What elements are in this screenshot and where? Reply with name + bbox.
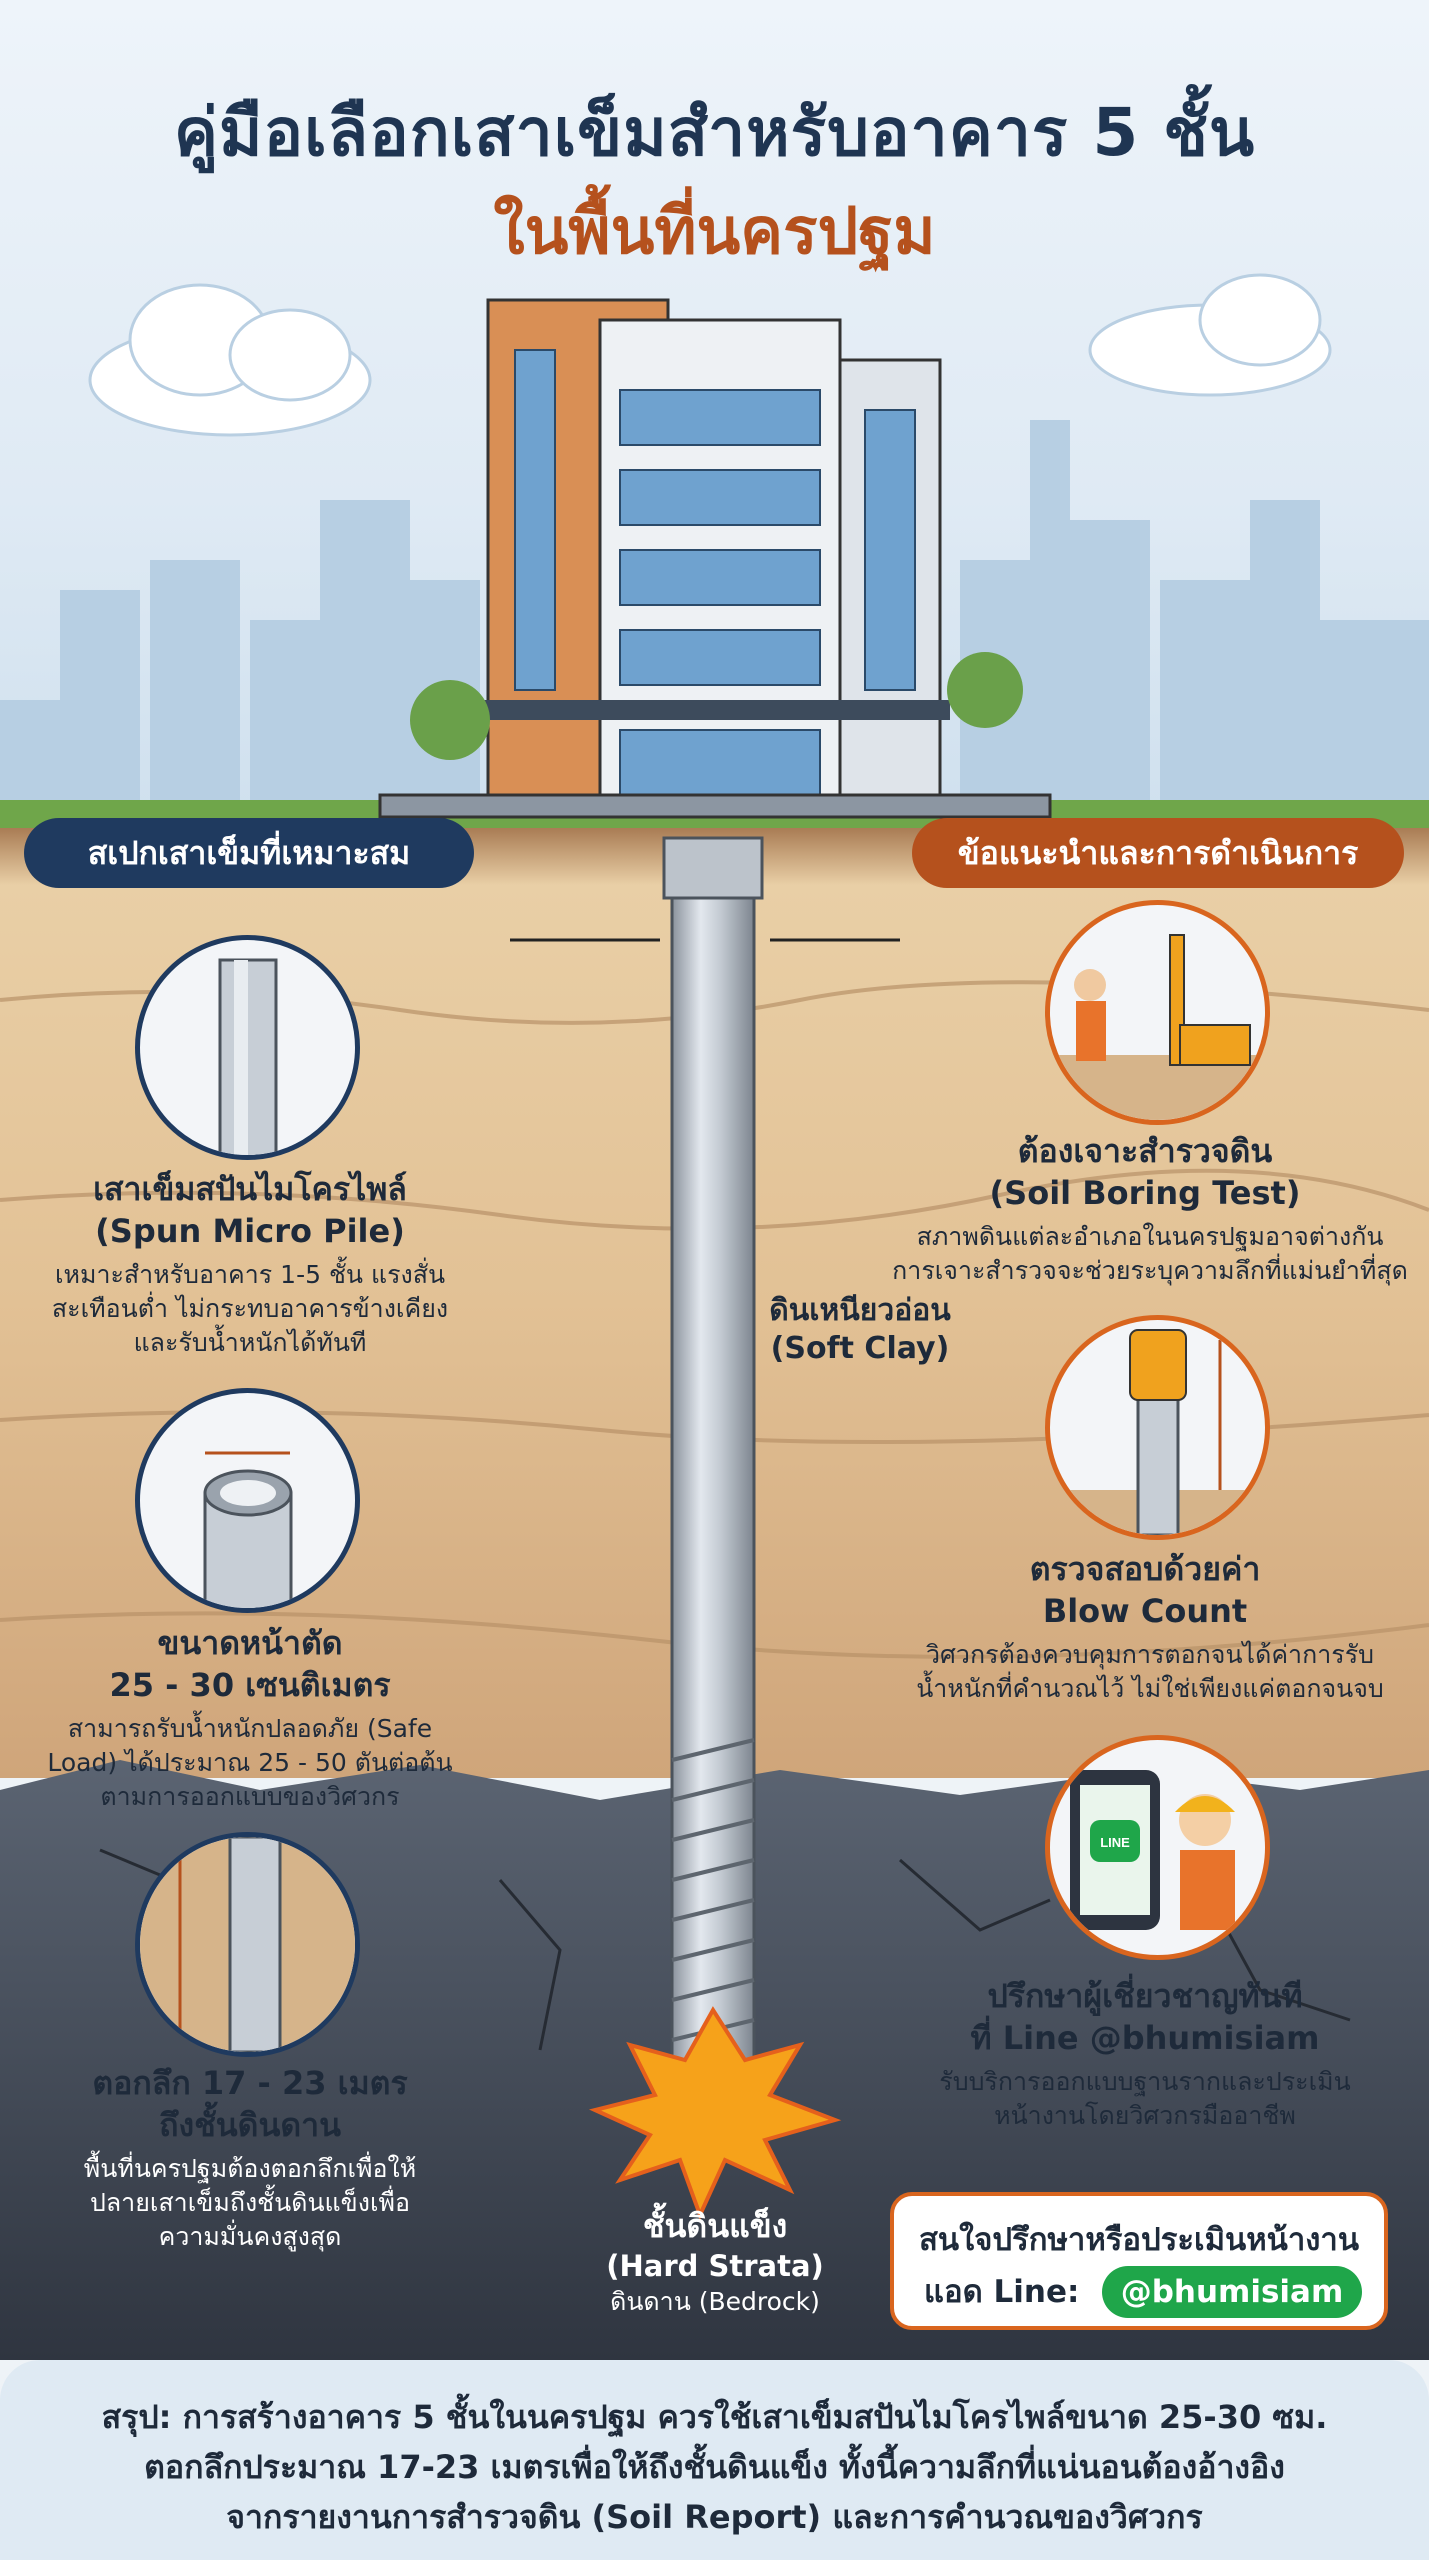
pile-cross-section-icon: [135, 1388, 360, 1613]
cta-heading: สนใจปรึกษาหรือประเมินหน้างาน: [918, 2222, 1360, 2258]
line-contact-card[interactable]: สนใจปรึกษาหรือประเมินหน้างาน แอด Line: @…: [890, 2192, 1388, 2330]
city-skyline: [0, 420, 1429, 820]
right-item-2-body: วิศวกรต้องควบคุมการตอกจนได้ค่าการรับ น้ำ…: [916, 1640, 1384, 1703]
summary-line-2: ตอกลึกประมาณ 17-23 เมตรเพื่อให้ถึงชั้นดิ…: [144, 2448, 1285, 2486]
blow-count-gauge-icon: [1045, 1315, 1270, 1540]
pile-cap: [662, 836, 764, 900]
right-item-1-body: สภาพดินแต่ละอำเภอในนครปฐมอาจต่างกัน การเ…: [892, 1222, 1408, 1285]
building-illustration: [378, 298, 1052, 819]
cloud-icon: [88, 273, 1332, 437]
pile-spiral: [671, 1738, 755, 2042]
left-section-heading: สเปกเสาเข็มที่เหมาะสม: [24, 818, 474, 888]
left-item-2-title: ขนาดหน้าตัด 25 - 30 เซนติเมตร: [109, 1624, 391, 1704]
summary-line-3: จากรายงานการสำรวจดิน (Soil Report) และกา…: [226, 2498, 1203, 2536]
line-consult-engineer-icon: LINE: [1045, 1735, 1270, 1960]
depth-ruler-icon: [135, 1832, 360, 2057]
line-badge: LINE: [1100, 1835, 1130, 1850]
right-item-3-body: รับบริการออกแบบฐานรากและประเมิน หน้างานโ…: [939, 2067, 1351, 2130]
right-item-2-title: ตรวจสอบด้วยค่า Blow Count: [1029, 1550, 1261, 1630]
soft-clay-label: ดินเหนียวอ่อน (Soft Clay): [769, 1293, 951, 1366]
left-item-1-body: เหมาะสำหรับอาคาร 1-5 ชั้น แรงสั่น สะเทือ…: [51, 1260, 449, 1357]
hard-strata-label: ชั้นดินแข็ง (Hard Strata) ดินดาน (Bedroc…: [606, 2207, 824, 2316]
left-item-1-title: เสาเข็มสปันไมโครไพล์ (Spun Micro Pile): [93, 1170, 407, 1250]
line-id-button[interactable]: @bhumisiam: [1102, 2266, 1362, 2318]
left-item-2-body: สามารถรับน้ำหนักปลอดภัย (Safe Load) ได้ป…: [47, 1714, 453, 1811]
right-item-3-title: ปรึกษาผู้เชี่ยวชาญทันที ที่ Line @bhumis…: [970, 1977, 1320, 2057]
cta-line-prefix: แอด Line:: [924, 2274, 1080, 2310]
page-subtitle: ในพื้นที่นครปฐม: [493, 195, 936, 269]
left-item-3-body: พื้นที่นครปฐมต้องตอกลึกเพื่อให้ ปลายเสาเ…: [83, 2154, 417, 2251]
page-title: คู่มือเลือกเสาเข็มสำหรับอาคาร 5 ชั้น: [173, 94, 1256, 171]
right-item-1-title: ต้องเจาะสำรวจดิน (Soil Boring Test): [989, 1132, 1301, 1212]
summary-box: สรุป: การสร้างอาคาร 5 ชั้นในนครปฐม ควรใช…: [0, 2360, 1429, 2560]
left-item-3-title: ตอกลึก 17 - 23 เมตร ถึงชั้นดินดาน: [92, 2064, 408, 2144]
pile-shaft: [670, 836, 756, 2090]
soil-boring-rig-icon: [1045, 900, 1270, 1125]
right-section-heading: ข้อแนะนำและการดำเนินการ: [912, 818, 1404, 888]
summary-line-1: สรุป: การสร้างอาคาร 5 ชั้นในนครปฐม ควรใช…: [101, 2398, 1328, 2436]
spun-micro-pile-icon: [135, 935, 360, 1160]
impact-burst-icon: [588, 2006, 842, 2221]
